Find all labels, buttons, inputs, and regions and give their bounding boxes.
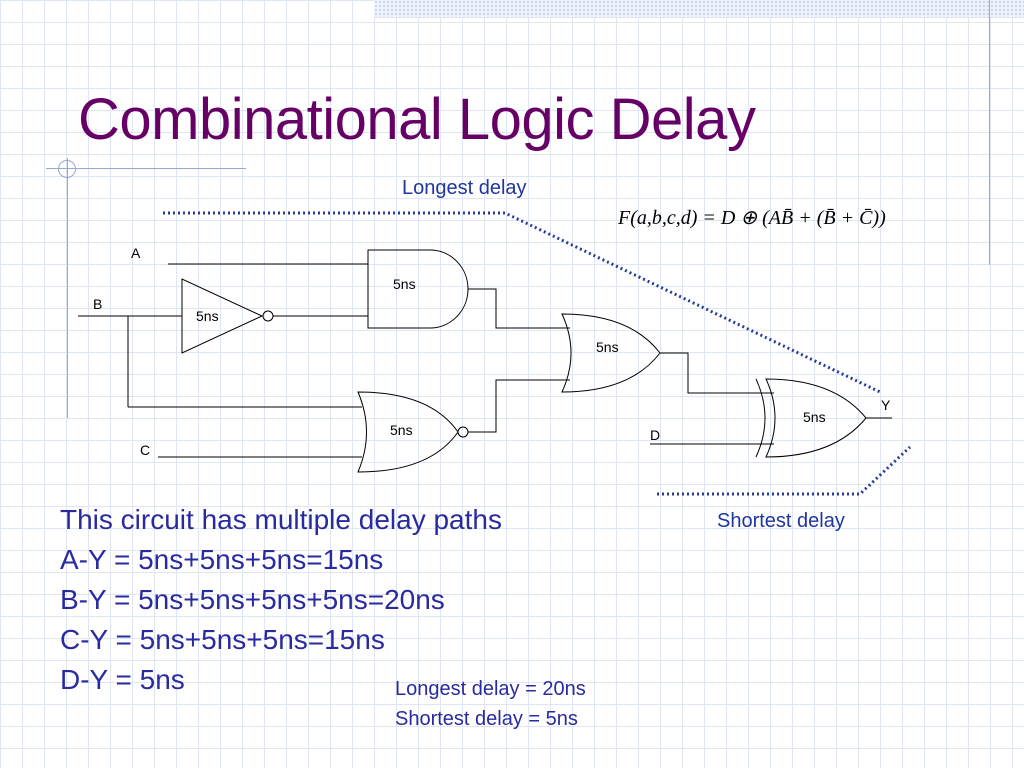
input-label-b: B (93, 296, 102, 312)
input-label-c: C (140, 442, 150, 458)
delay-paths-heading: This circuit has multiple delay paths (60, 504, 502, 535)
decorative-rule-right (989, 0, 990, 265)
input-label-a: A (131, 245, 141, 261)
decorative-circle (58, 160, 76, 178)
delay-path-a-y: A-Y = 5ns+5ns+5ns=15ns (60, 544, 384, 575)
not-gate-delay: 5ns (196, 308, 219, 324)
delay-paths-list: This circuit has multiple delay paths A-… (60, 500, 502, 700)
longest-delay-path-line (163, 211, 881, 394)
or-gate (561, 313, 661, 393)
and-gate (367, 249, 469, 329)
wire-or-to-xor (660, 352, 740, 394)
delay-summary: Longest delay = 20ns Shortest delay = 5n… (395, 674, 586, 734)
wire-and-to-or (468, 288, 540, 329)
or-gate-delay: 5ns (596, 339, 619, 355)
input-label-d: D (650, 427, 660, 443)
shortest-delay-path-line (657, 445, 912, 496)
shortest-delay-label: Shortest delay (717, 510, 845, 532)
longest-delay-summary: Longest delay = 20ns (395, 678, 586, 700)
not-gate-bubble (262, 310, 274, 322)
not-gate (181, 278, 264, 354)
nor-gate-delay: 5ns (390, 422, 413, 438)
delay-path-d-y: D-Y = 5ns (60, 664, 185, 695)
xor-gate (765, 378, 867, 458)
decorative-rule-vertical (67, 158, 68, 418)
wire-nor-to-or (468, 379, 540, 433)
decorative-rule-horizontal (46, 168, 246, 169)
xor-gate-input-arc (755, 378, 766, 458)
slide-title: Combinational Logic Delay (78, 87, 756, 152)
corner-decoration-band (374, 0, 1024, 18)
delay-path-c-y: C-Y = 5ns+5ns+5ns=15ns (60, 624, 385, 655)
formula-text: F(a,b,c,d) = D ⊕ (AB̄ + (B̄ + C̄)) (618, 207, 886, 229)
and-gate-delay: 5ns (393, 276, 416, 292)
xor-gate-delay: 5ns (803, 409, 826, 425)
longest-delay-label: Longest delay (402, 177, 527, 199)
boolean-formula: F(a,b,c,d) = D ⊕ (AB̄ + (B̄ + C̄)) (618, 204, 886, 232)
nor-gate-bubble (457, 426, 469, 438)
shortest-delay-summary: Shortest delay = 5ns (395, 708, 578, 730)
output-label-y: Y (881, 397, 891, 413)
nor-gate (357, 391, 459, 473)
delay-path-b-y: B-Y = 5ns+5ns+5ns+5ns=20ns (60, 584, 445, 615)
